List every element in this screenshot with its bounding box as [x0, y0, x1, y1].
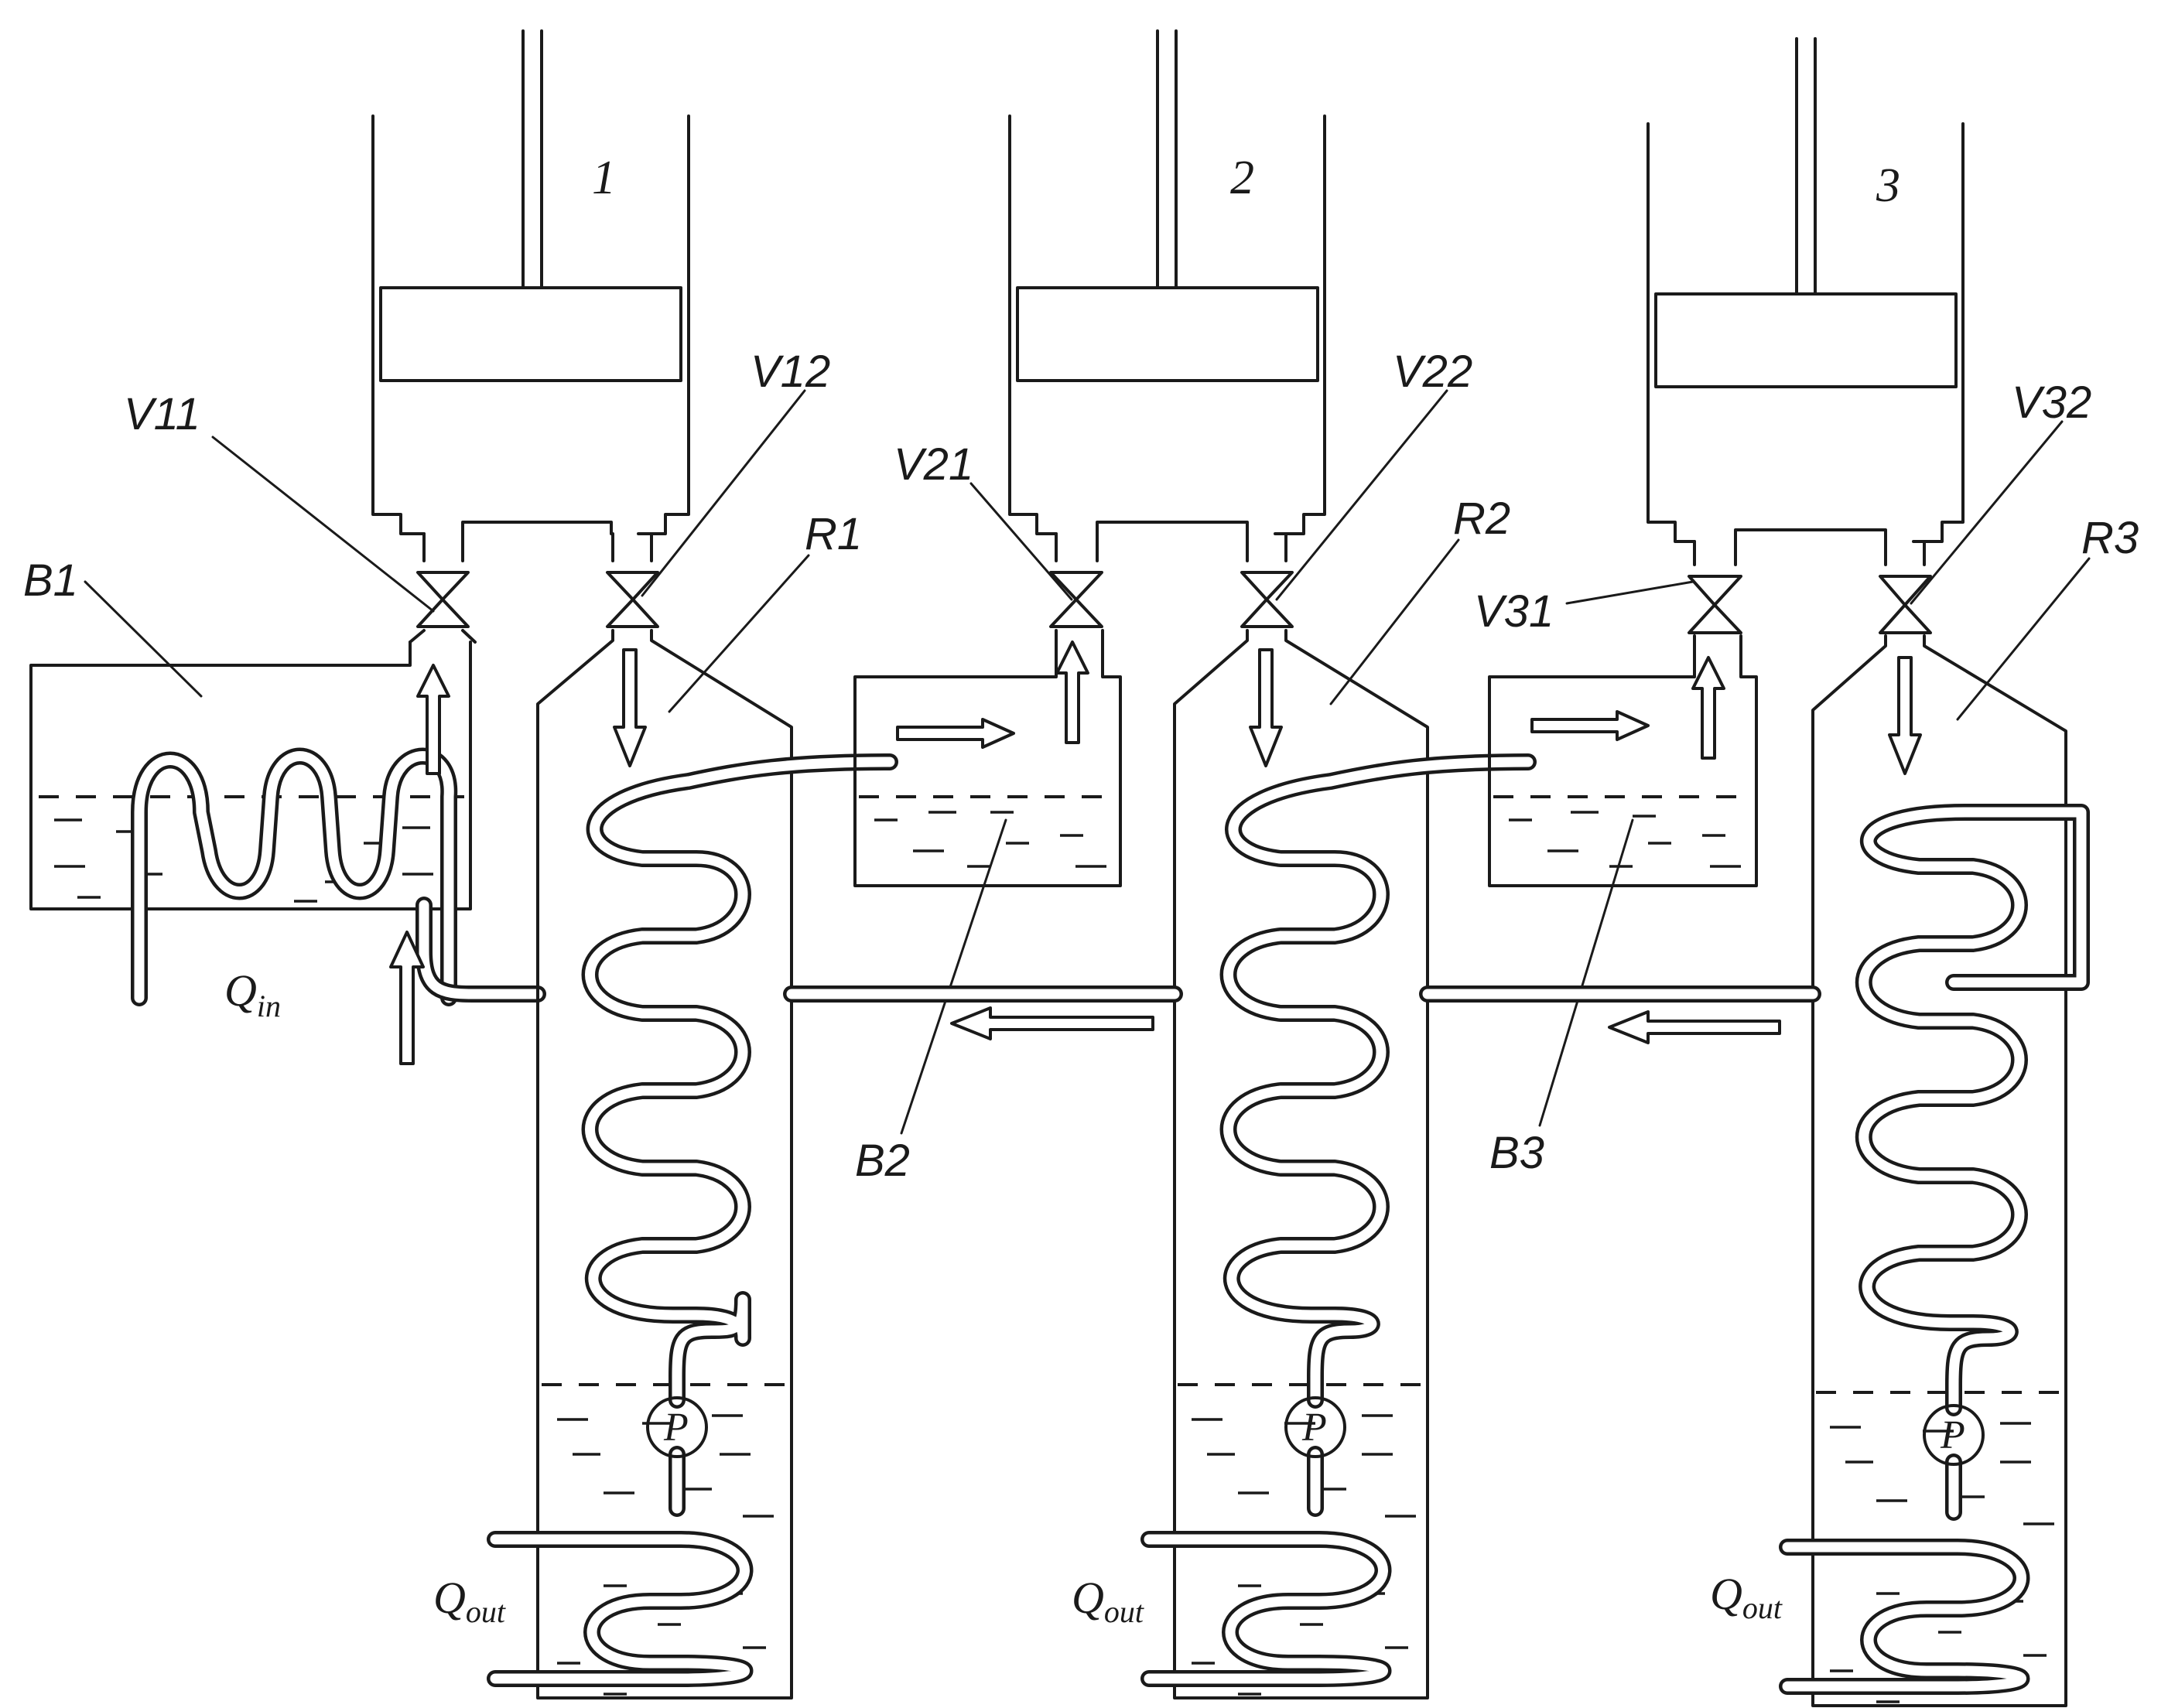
piston-cylinder-1 — [371, 29, 690, 535]
piston-cylinder-2 — [1008, 29, 1326, 535]
flow-arrows — [389, 640, 1922, 1065]
pump-3-label: P — [1940, 1413, 1965, 1457]
valve-v22 — [1240, 532, 1294, 628]
stage-1-label: 1 — [592, 152, 616, 204]
stage-3-label: 3 — [1876, 159, 1900, 212]
valve-v31 — [1688, 540, 1742, 634]
tank-b1 — [29, 640, 472, 1006]
column-r2: P — [1140, 629, 1537, 1699]
valve-v12-label: V12 — [751, 347, 830, 397]
valve-v32 — [1879, 540, 1932, 634]
valve-v11 — [409, 532, 477, 644]
stage-2-label: 2 — [1230, 152, 1254, 204]
column-r1-label: R1 — [805, 509, 862, 559]
valve-v32-label: V32 — [2012, 377, 2091, 428]
tank-b1-label: B1 — [23, 555, 78, 606]
piston-cylinder-3 — [1647, 37, 1965, 543]
stage-3: 3 B3 P — [1488, 37, 2139, 1707]
stage-1: 1 B1 Qin — [23, 29, 898, 1699]
q-in-label: Qin — [224, 965, 281, 1023]
column-r2-label: R2 — [1453, 494, 1510, 544]
stage-2: 2 B2 P — [853, 29, 1537, 1699]
valve-v22-label: V22 — [1393, 347, 1472, 397]
q-out-1-label: Qout — [433, 1573, 506, 1629]
tank-b2-label: B2 — [855, 1136, 910, 1186]
column-r3: P — [1779, 634, 2090, 1707]
valve-v31-label: V31 — [1474, 586, 1554, 637]
pump-1-label: P — [663, 1406, 689, 1450]
tank-b3 — [1488, 634, 1758, 887]
tank-b2 — [853, 629, 1122, 887]
q-out-2-label: Qout — [1072, 1573, 1144, 1629]
valve-v21 — [1049, 532, 1103, 628]
valve-v12 — [606, 532, 659, 628]
q-out-3-label: Qout — [1710, 1569, 1783, 1625]
column-r1: P — [487, 629, 898, 1699]
pump-2-label: P — [1301, 1406, 1327, 1450]
valve-v21-label: V21 — [894, 439, 973, 490]
valve-v11-label: V11 — [124, 389, 200, 439]
tank-b3-label: B3 — [1489, 1128, 1544, 1178]
column-r3-label: R3 — [2081, 513, 2139, 563]
